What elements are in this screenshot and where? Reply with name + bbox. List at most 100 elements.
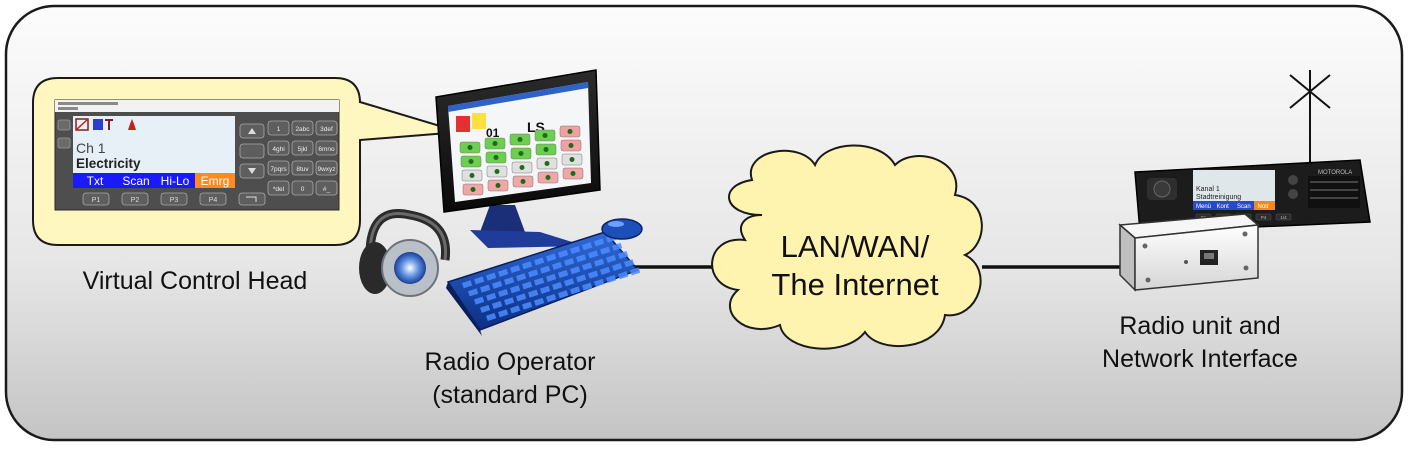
pc-screen-button-icon <box>570 171 576 176</box>
keyboard-key <box>618 251 629 260</box>
keypad-key-label: 4ghi <box>272 146 284 153</box>
keyboard-key <box>630 267 641 276</box>
keyboard-key <box>570 266 581 275</box>
keyboard-key <box>474 296 485 305</box>
keyboard-key <box>534 277 545 286</box>
keyboard-key <box>576 274 587 283</box>
radio-key-label: P4 <box>1261 215 1267 220</box>
keypad-key[interactable] <box>291 140 314 156</box>
pc-screen-button-icon <box>495 183 501 188</box>
radio-key-label: 1/4 <box>1280 215 1287 220</box>
radio-softkey: Kont <box>1217 204 1230 210</box>
keyboard-key <box>552 261 563 270</box>
radio-softkey: Scan <box>1237 204 1251 210</box>
keyboard-key <box>600 246 611 255</box>
keyboard-key <box>480 284 491 293</box>
pc-screen-button-icon <box>520 179 526 184</box>
radio-operator-pc: 01 LS <box>359 69 643 336</box>
pc-screen-button-icon <box>517 137 523 142</box>
radio-key <box>1255 213 1272 221</box>
keyboard-key <box>594 258 605 267</box>
keyboard-key <box>497 289 509 298</box>
keypad-key[interactable] <box>291 120 314 136</box>
keyboard-key <box>558 290 569 299</box>
pkey-4[interactable]: P4 <box>209 197 218 204</box>
keyboard-key <box>528 289 539 298</box>
keypad-key[interactable] <box>267 120 290 136</box>
pkey-2[interactable]: P2 <box>131 197 140 204</box>
keyboard-key <box>576 254 587 263</box>
keyboard-key <box>594 278 605 287</box>
keypad-key-label: 0 <box>301 186 305 193</box>
keyboard-key <box>498 309 509 318</box>
arrow-down-icon <box>248 168 256 174</box>
pc-screen-button-icon <box>468 159 474 164</box>
pc-screen-button-icon <box>544 161 550 166</box>
pc-screen-button-icon <box>519 165 525 170</box>
radio-softkey: Notr <box>1258 204 1269 210</box>
keyboard-key <box>534 297 545 306</box>
keyboard-key <box>522 301 533 310</box>
keypad-key-label: *del <box>273 186 285 193</box>
channel-name-text: Electricity <box>76 156 141 171</box>
keyboard-key <box>503 297 515 306</box>
keyboard-key <box>618 271 629 280</box>
softkey-scan[interactable]: Scan <box>122 174 149 188</box>
keyboard-key <box>546 273 557 282</box>
keyboard-key <box>594 238 605 247</box>
keyboard-key <box>564 278 575 287</box>
keyboard-key <box>582 262 593 271</box>
keypad-key[interactable] <box>315 160 338 176</box>
radio-key <box>1275 213 1292 221</box>
keypad-key[interactable] <box>267 180 290 196</box>
keyboard-key <box>558 270 569 279</box>
pc-display-big-1: 01 <box>486 126 500 140</box>
keyboard-key <box>588 250 599 259</box>
radio-display-line2: Stadtreinigung <box>1196 194 1241 201</box>
keyboard-key <box>624 259 635 268</box>
keypad-key[interactable] <box>291 160 314 176</box>
keyboard-key <box>612 263 623 272</box>
pc-screen-button-icon <box>542 133 548 138</box>
keyboard-key <box>540 265 551 274</box>
pkey-1[interactable]: P1 <box>92 197 101 204</box>
keyboard-key <box>612 242 623 251</box>
return-icon <box>246 196 257 202</box>
keyboard-key <box>540 285 551 294</box>
headset-icon <box>359 209 451 297</box>
pkey-row: P1 P2 P3 P4 <box>82 192 266 206</box>
keypad-key[interactable] <box>315 120 338 136</box>
keyboard-key <box>468 288 479 297</box>
keyboard-key <box>528 269 539 278</box>
softkey-emrg[interactable]: Emrg <box>201 174 230 188</box>
softkey-txt[interactable]: Txt <box>87 174 104 188</box>
label-radio-operator: Radio Operator <box>424 348 596 376</box>
radio-display-line1: Kanal 1 <box>1196 186 1220 193</box>
keyboard-key <box>521 281 533 290</box>
keyboard-key <box>515 273 527 282</box>
arrow-up-icon <box>248 128 256 134</box>
keyboard-key <box>522 261 533 270</box>
keyboard-key <box>570 246 581 255</box>
keypad-key[interactable] <box>267 160 290 176</box>
keyboard-key <box>558 249 569 258</box>
softkey-hilo[interactable]: Hi-Lo <box>161 174 190 188</box>
keypad-key[interactable] <box>315 180 338 196</box>
keypad-key[interactable] <box>291 180 314 196</box>
keyboard-key <box>534 257 545 266</box>
pc-screen-button-icon <box>469 173 475 178</box>
keypad-key-label: 6mno <box>318 146 335 153</box>
keypad-key[interactable] <box>315 140 338 156</box>
keyboard-key <box>492 280 503 289</box>
keyboard-key <box>473 276 485 285</box>
keyboard-key <box>546 253 557 262</box>
keypad-key-label: 3def <box>320 126 333 133</box>
channel-text: Ch 1 <box>76 140 106 156</box>
keyboard-key <box>492 301 503 310</box>
pc-screen-button-icon <box>545 175 551 180</box>
keypad-key-label: 5jkl <box>298 146 308 153</box>
keypad-key[interactable] <box>267 140 290 156</box>
pkey-3[interactable]: P3 <box>170 197 179 204</box>
